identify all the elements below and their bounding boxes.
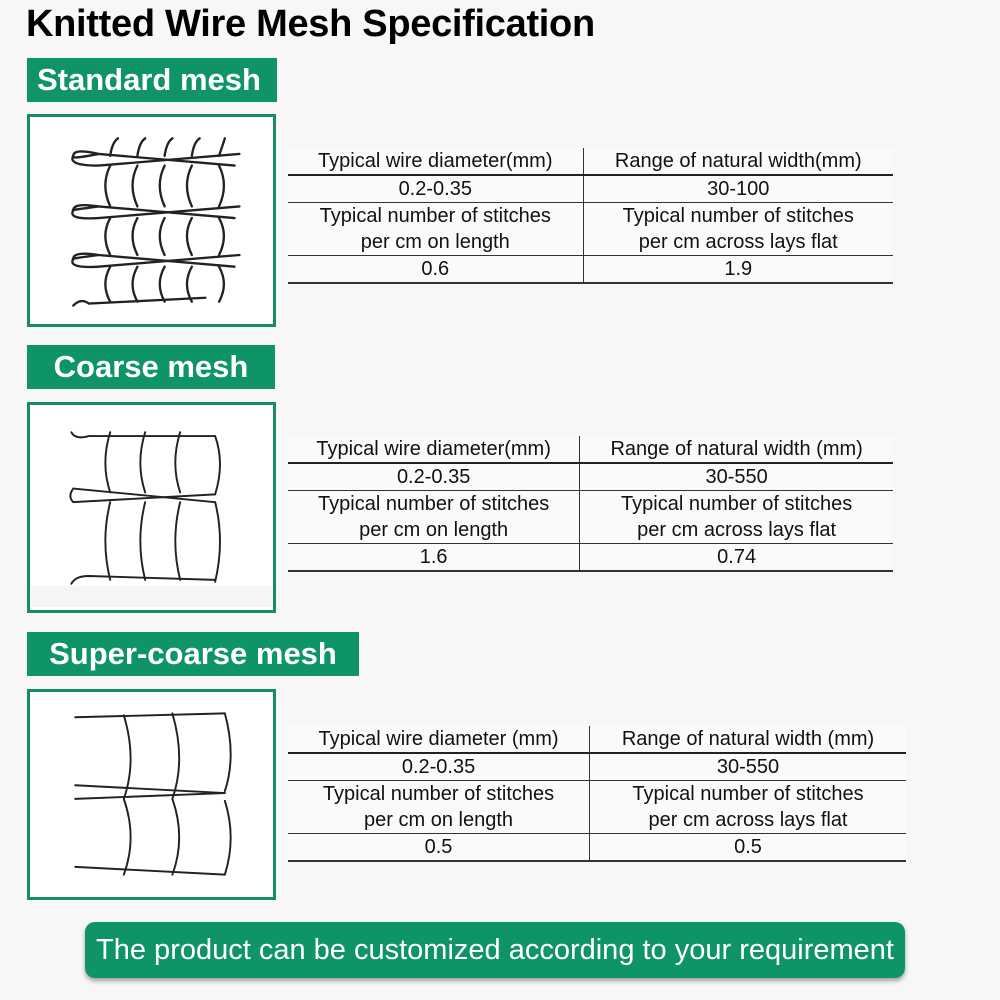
customization-banner: The product can be customized according …: [85, 922, 905, 978]
page-title: Knitted Wire Mesh Specification: [26, 3, 595, 45]
header-stitches-across-line1: Typical number of stitches: [622, 205, 854, 227]
value-stitches-across: 0.74: [579, 543, 893, 572]
value-stitches-length: 0.5: [288, 833, 591, 862]
header-wire-diameter: Typical wire diameter(mm): [288, 148, 584, 176]
header-stitches-across: Typical number of stitches per cm across…: [589, 780, 906, 834]
header-stitches-across-line1: Typical number of stitches: [621, 493, 853, 515]
header-stitches-length: Typical number of stitches per cm on len…: [288, 780, 591, 834]
value-stitches-across: 0.5: [589, 833, 906, 862]
header-stitches-across: Typical number of stitches per cm across…: [579, 490, 893, 544]
value-stitches-across: 1.9: [583, 255, 893, 284]
value-wire-diameter: 0.2-0.35: [288, 753, 591, 781]
value-natural-width: 30-550: [579, 463, 893, 491]
value-wire-diameter: 0.2-0.35: [288, 175, 584, 203]
header-stitches-across-line1: Typical number of stitches: [632, 783, 864, 805]
spec-table-coarse: Typical wire diameter(mm) Range of natur…: [288, 436, 893, 572]
header-natural-width: Range of natural width(mm): [583, 148, 893, 176]
value-stitches-length: 1.6: [288, 543, 581, 572]
header-stitches-length-line2: per cm on length: [359, 519, 509, 541]
header-stitches-across-line2: per cm across lays flat: [637, 519, 837, 541]
value-natural-width: 30-550: [589, 753, 906, 781]
section-label-super-coarse: Super-coarse mesh: [27, 632, 359, 676]
header-wire-diameter: Typical wire diameter (mm): [288, 726, 591, 754]
header-stitches-across-line2: per cm across lays flat: [638, 231, 838, 253]
super-coarse-mesh-image: [27, 689, 276, 900]
section-label-standard: Standard mesh: [27, 58, 277, 102]
value-stitches-length: 0.6: [288, 255, 584, 284]
header-stitches-across: Typical number of stitches per cm across…: [583, 202, 893, 256]
coarse-mesh-image: [27, 402, 276, 613]
header-stitches-length: Typical number of stitches per cm on len…: [288, 202, 584, 256]
spec-table-standard: Typical wire diameter(mm) Range of natur…: [288, 148, 893, 284]
spec-table-super-coarse: Typical wire diameter (mm) Range of natu…: [288, 726, 906, 862]
header-stitches-length-line2: per cm on length: [360, 231, 510, 253]
value-wire-diameter: 0.2-0.35: [288, 463, 581, 491]
section-label-coarse: Coarse mesh: [27, 345, 275, 389]
coarse-mesh-diagram-icon: [30, 431, 273, 608]
value-natural-width: 30-100: [583, 175, 893, 203]
header-stitches-length-line1: Typical number of stitches: [319, 205, 551, 227]
header-stitches-length-line1: Typical number of stitches: [318, 493, 550, 515]
header-natural-width: Range of natural width (mm): [589, 726, 906, 754]
header-natural-width: Range of natural width (mm): [579, 436, 893, 464]
super-coarse-mesh-diagram-icon: [74, 712, 232, 876]
standard-mesh-diagram-icon: [71, 137, 241, 307]
standard-mesh-image: [27, 114, 276, 327]
header-stitches-length-line1: Typical number of stitches: [322, 783, 555, 805]
header-wire-diameter: Typical wire diameter(mm): [288, 436, 581, 464]
header-stitches-across-line2: per cm across lays flat: [648, 809, 848, 831]
header-stitches-length-line2: per cm on length: [364, 809, 514, 831]
header-stitches-length: Typical number of stitches per cm on len…: [288, 490, 581, 544]
